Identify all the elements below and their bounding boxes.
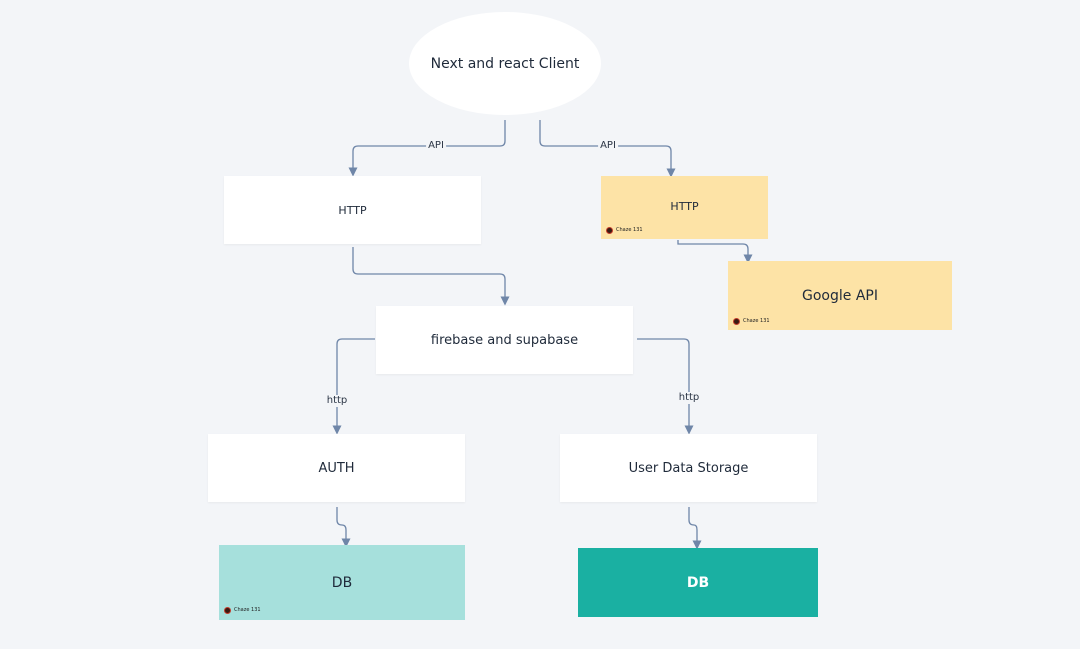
firebase-label: firebase and supabase <box>430 332 579 348</box>
edge-firebase-to-storage <box>637 338 694 435</box>
edge-storage-to-db-right <box>688 507 702 550</box>
auth-node[interactable]: AUTH <box>208 434 465 502</box>
db-left-label: DB <box>331 574 353 591</box>
edge-label-http-storage: http <box>676 392 702 404</box>
http-left-label: HTTP <box>338 203 367 217</box>
edge-firebase-to-auth <box>332 338 375 435</box>
edge-label-api-left: API <box>426 140 446 152</box>
db-left-author: Chaze 131 <box>234 607 261 613</box>
google-api-label: Google API <box>802 287 878 304</box>
db-right-label: DB <box>686 574 710 591</box>
firebase-node[interactable]: firebase and supabase <box>376 306 633 374</box>
http-left-node[interactable]: HTTP <box>224 176 481 244</box>
db-left-node[interactable]: DB Chaze 131 <box>219 545 465 620</box>
http-right-label: HTTP <box>670 200 699 213</box>
user-storage-label: User Data Storage <box>628 460 749 476</box>
client-label: Next and react Client <box>430 55 580 72</box>
author-avatar-icon <box>733 318 740 325</box>
db-left-author-tag: Chaze 131 <box>224 607 261 614</box>
author-avatar-icon <box>606 227 613 234</box>
edge-label-api-right: API <box>598 140 618 152</box>
edge-auth-to-db-left <box>336 507 351 548</box>
http-right-author: Chaze 131 <box>616 227 643 233</box>
user-storage-node[interactable]: User Data Storage <box>560 434 817 502</box>
edge-label-http-auth: http <box>324 395 350 407</box>
author-avatar-icon <box>224 607 231 614</box>
client-node[interactable]: Next and react Client <box>409 12 601 115</box>
db-right-node[interactable]: DB <box>578 548 818 617</box>
edge-http-right-to-google-api <box>677 240 753 264</box>
http-right-author-tag: Chaze 131 <box>606 227 643 234</box>
http-right-node[interactable]: HTTP Chaze 131 <box>601 176 768 239</box>
google-api-node[interactable]: Google API Chaze 131 <box>728 261 952 330</box>
google-api-author-tag: Chaze 131 <box>733 318 770 325</box>
auth-label: AUTH <box>318 460 355 476</box>
edge-http-left-to-firebase <box>352 247 510 306</box>
google-api-author: Chaze 131 <box>743 318 770 324</box>
